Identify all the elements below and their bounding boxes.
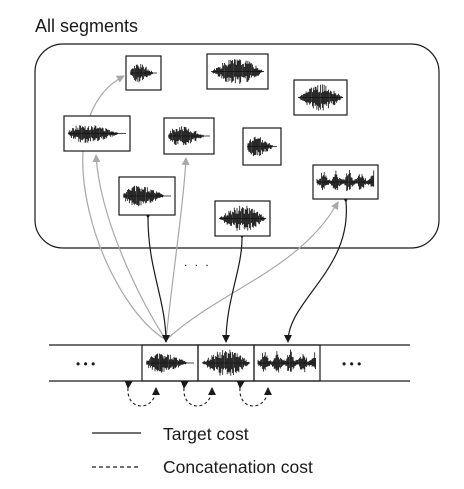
waveform-icon: [316, 170, 375, 191]
waveform-icon: [211, 59, 264, 84]
concatenation-cost-arcs: [124, 380, 272, 407]
target-arrow-seg-a: [143, 210, 170, 343]
segment-box: [214, 200, 271, 237]
waveform-icon: [247, 136, 277, 157]
pool-ellipsis: . . .: [184, 255, 211, 269]
legend-target-label: Target cost: [163, 424, 249, 444]
concat-arc: [124, 380, 160, 407]
waveform-icon: [146, 353, 194, 373]
waveform-icon: [219, 205, 267, 231]
waveform-icon: [257, 349, 316, 373]
segment-box: [163, 117, 215, 155]
waveform-icon: [298, 84, 343, 111]
diagram-title: All segments: [35, 16, 138, 36]
segment-box: [312, 164, 379, 200]
waveform-icon: [168, 126, 210, 146]
legend: Target cost Concatenation cost: [92, 424, 313, 477]
segment-box: [125, 55, 162, 91]
concat-arc: [180, 380, 216, 407]
target-arrows: [143, 194, 350, 343]
waveform-icon: [123, 185, 171, 207]
selected-sequence-strip: • • • • • •: [49, 344, 410, 382]
candidate-arrow-to-seg-1: [82, 75, 167, 341]
legend-concat-label: Concatenation cost: [163, 457, 313, 477]
sequence-left-ellipsis: • • •: [76, 357, 95, 371]
target-arrow-seg-c: [284, 194, 350, 343]
segment-box: [242, 127, 282, 166]
concat-arc: [236, 380, 272, 407]
sequence-right-ellipsis: • • •: [342, 357, 361, 371]
waveform-icon: [202, 349, 251, 376]
segment-box: [293, 79, 348, 116]
segment-box: [118, 176, 176, 216]
waveform-icon: [130, 64, 157, 83]
segment-box: [63, 115, 131, 152]
segment-box: [206, 53, 269, 90]
waveform-icon: [68, 125, 126, 143]
target-arrow-seg-b: [222, 230, 247, 343]
